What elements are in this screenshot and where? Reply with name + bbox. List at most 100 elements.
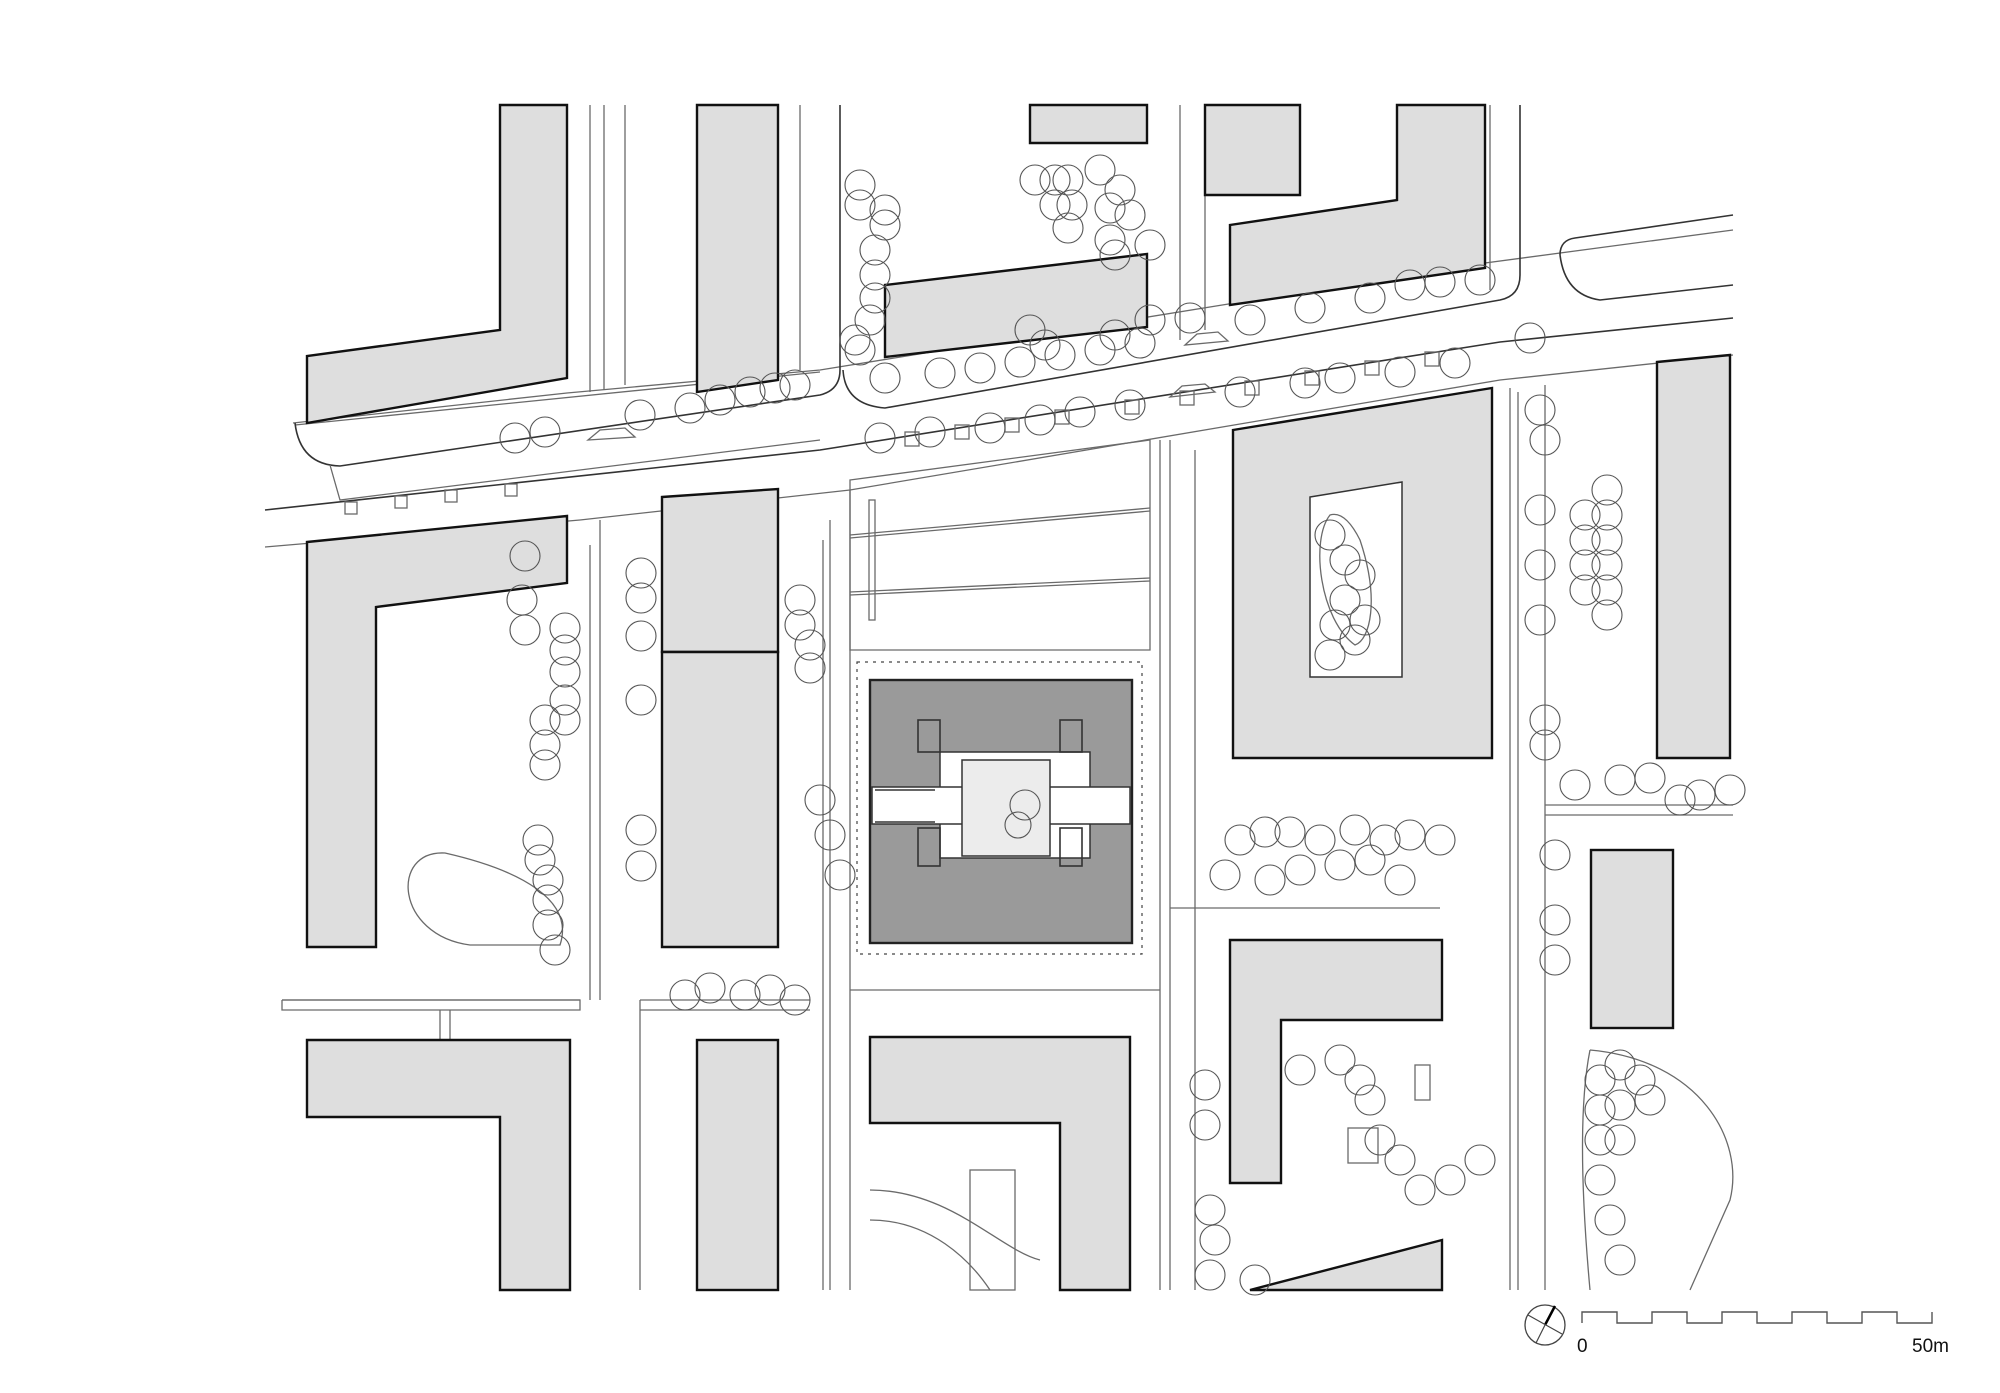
tree-icon [854,304,886,336]
tree-icon [1394,819,1426,851]
building-s-center-l [868,1035,1132,1292]
tree-icon [1439,347,1471,379]
tree-icon [1524,394,1556,426]
building-w-l [305,514,569,949]
tree-icon [1189,1069,1221,1101]
buildings [305,103,1732,1292]
tree-icon [1234,304,1266,336]
site-boundary [856,661,1143,955]
tree-icon [1584,1094,1616,1126]
tree-icon [974,412,1006,444]
tree-icon [1099,319,1131,351]
tree-icon [1464,264,1496,296]
tree-icon [794,629,826,661]
tree-icon [759,372,791,404]
building-w-bar-1 [660,487,780,654]
tree-icon [539,934,571,966]
plaza-north [849,439,1151,651]
tree-icon [1344,1064,1376,1096]
boulevard [264,105,1734,548]
tree-icon [1289,367,1321,399]
tree-icon [1094,192,1126,224]
tree-icon [1434,1164,1466,1196]
tree-icon [1369,824,1401,856]
tree-icon [549,634,581,666]
tree-icon [1464,1144,1496,1176]
tree-icon [864,422,896,454]
tree-icon [1591,524,1623,556]
tree-icon [1099,239,1131,271]
tree-icon [624,399,656,431]
tree-icon [1349,604,1381,636]
trees [499,154,1746,1296]
tree-icon [779,984,811,1016]
courtyard-tree-icon [1009,789,1041,821]
main-building-courtyard [961,759,1051,857]
tree-icon [704,384,736,416]
tree-icon [1314,519,1346,551]
building-sw-l [305,1038,572,1292]
building-ne-l [1228,103,1487,307]
tree-icon [524,844,556,876]
tree-icon [1354,1084,1386,1116]
tree-icon [1539,904,1571,936]
building-n-bar [695,103,780,394]
tree-icon [1274,816,1306,848]
tree-icon [824,859,856,891]
courtyard-e-perimeter [1309,481,1403,678]
tree-icon [625,814,657,846]
tree-icon [1664,784,1696,816]
tree-icon [1194,1259,1226,1291]
tree-icon [529,416,561,448]
tree-icon [522,824,554,856]
tree-icon [1094,224,1126,256]
tree-icon [1604,1089,1636,1121]
tree-icon [625,684,657,716]
building-e-small [1589,848,1675,1030]
scale-start-label: 0 [1577,1336,1588,1357]
tree-icon [1634,1084,1666,1116]
tree-icon [1324,1044,1356,1076]
tree-icon [1354,282,1386,314]
tree-icon [549,704,581,736]
tree-icon [784,609,816,641]
tree-icon [1064,396,1096,428]
tree-icon [1354,844,1386,876]
tree-icon [1134,304,1166,336]
tree-icon [859,234,891,266]
tree-icon [1104,174,1136,206]
building-w-bar-2 [660,650,780,949]
tree-icon [869,209,901,241]
tree-icon [1039,164,1071,196]
tree-icon [1024,404,1056,436]
tree-icon [1209,859,1241,891]
tree-icon [839,324,871,356]
tree-icon [1364,1124,1396,1156]
tree-icon [1044,339,1076,371]
tree-icon [1594,1204,1626,1236]
tree-icon [1314,639,1346,671]
tree-icon [1329,584,1361,616]
tree-icon [859,282,891,314]
tree-icon [1539,839,1571,871]
tree-icon [1319,609,1351,641]
tree-icon [1224,376,1256,408]
building-nw-l [305,103,569,425]
tree-icon [1591,549,1623,581]
tree-icon [532,884,564,916]
tree-icon [532,864,564,896]
tree-icon [1591,474,1623,506]
tree-icon [509,540,541,572]
tree-icon [1304,824,1336,856]
tree-icon [1114,389,1146,421]
tree-icon [1052,164,1084,196]
tree-icon [1384,864,1416,896]
tree-icon [1239,1264,1271,1296]
tree-icon [1529,704,1561,736]
tree-icon [529,729,561,761]
tree-icon [1604,1049,1636,1081]
tree-icon [674,392,706,424]
tree-icon [1284,854,1316,886]
north-arrow-icon [1524,1304,1566,1346]
